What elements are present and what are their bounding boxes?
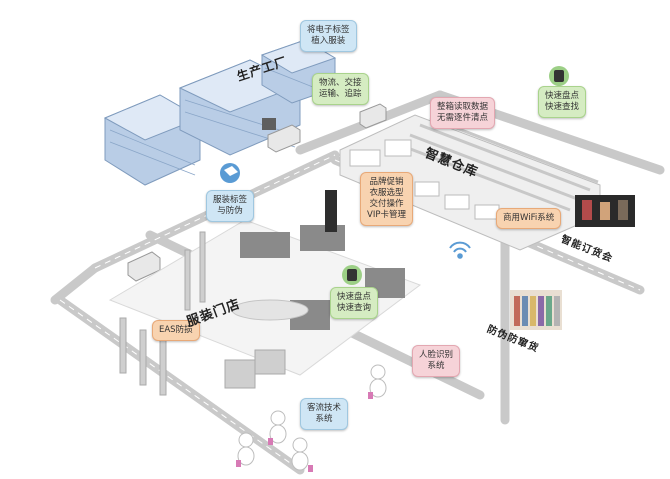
- callout-rfid-tag: 将电子标签 植入服装: [300, 20, 357, 52]
- clothing-rack-photo: [510, 290, 562, 330]
- callout-wifi: 商用WiFi系统: [496, 208, 562, 229]
- wifi-icon: [449, 241, 471, 259]
- tag-icon: [220, 163, 240, 183]
- callout-people-count: 客流技术 系统: [300, 398, 349, 430]
- callout-logistics: 物流、交接 运输、追踪: [312, 73, 369, 105]
- factory-building: [103, 39, 337, 186]
- callout-eas: EAS防损: [152, 320, 200, 341]
- delivery-truck: [127, 103, 387, 282]
- handheld-scanner-icon: [342, 66, 569, 285]
- clothing-store: [108, 190, 422, 396]
- callout-quick-inventory-top: 快速盘点 快速查找: [538, 86, 587, 118]
- callout-quick-inventory-store: 快速盘点 快速查询: [330, 287, 379, 319]
- callout-batch-read: 整箱读取数据 无需逐件清点: [430, 97, 496, 129]
- callout-brand-promo: 品牌促销 衣服选型 交付操作 VIP卡管理: [360, 172, 413, 226]
- shopper-figures: [237, 364, 387, 471]
- ordering-event-photo: [575, 195, 635, 227]
- callout-face-id: 人脸识别 系统: [412, 345, 461, 377]
- callout-tag-security: 服装标签 与防伪: [206, 190, 255, 222]
